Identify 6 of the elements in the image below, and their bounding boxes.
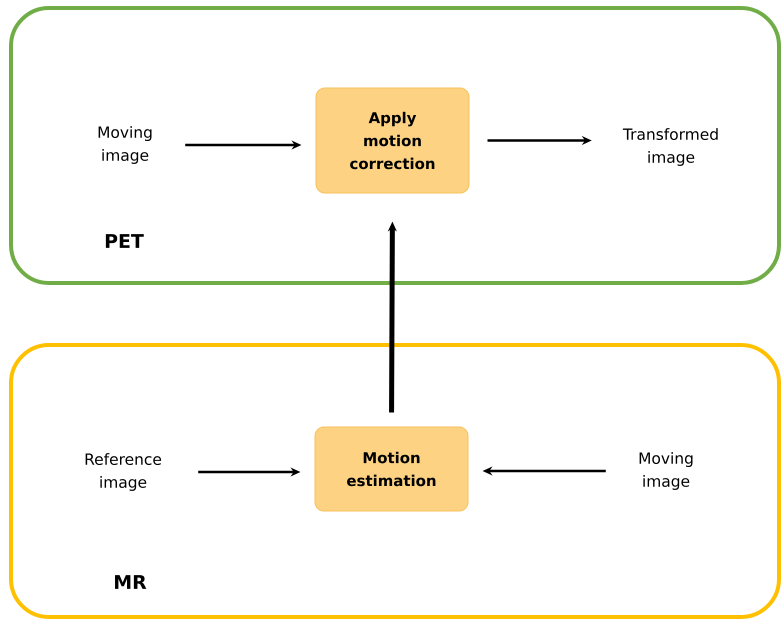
node-label: Reference image bbox=[86, 453, 162, 491]
process-box: Apply motion correction bbox=[316, 88, 470, 194]
node-label: Transformed image bbox=[622, 128, 718, 166]
node-label: Moving image bbox=[640, 452, 692, 490]
process-box: Motion estimation bbox=[314, 426, 468, 512]
node-label: Moving image bbox=[98, 126, 152, 164]
